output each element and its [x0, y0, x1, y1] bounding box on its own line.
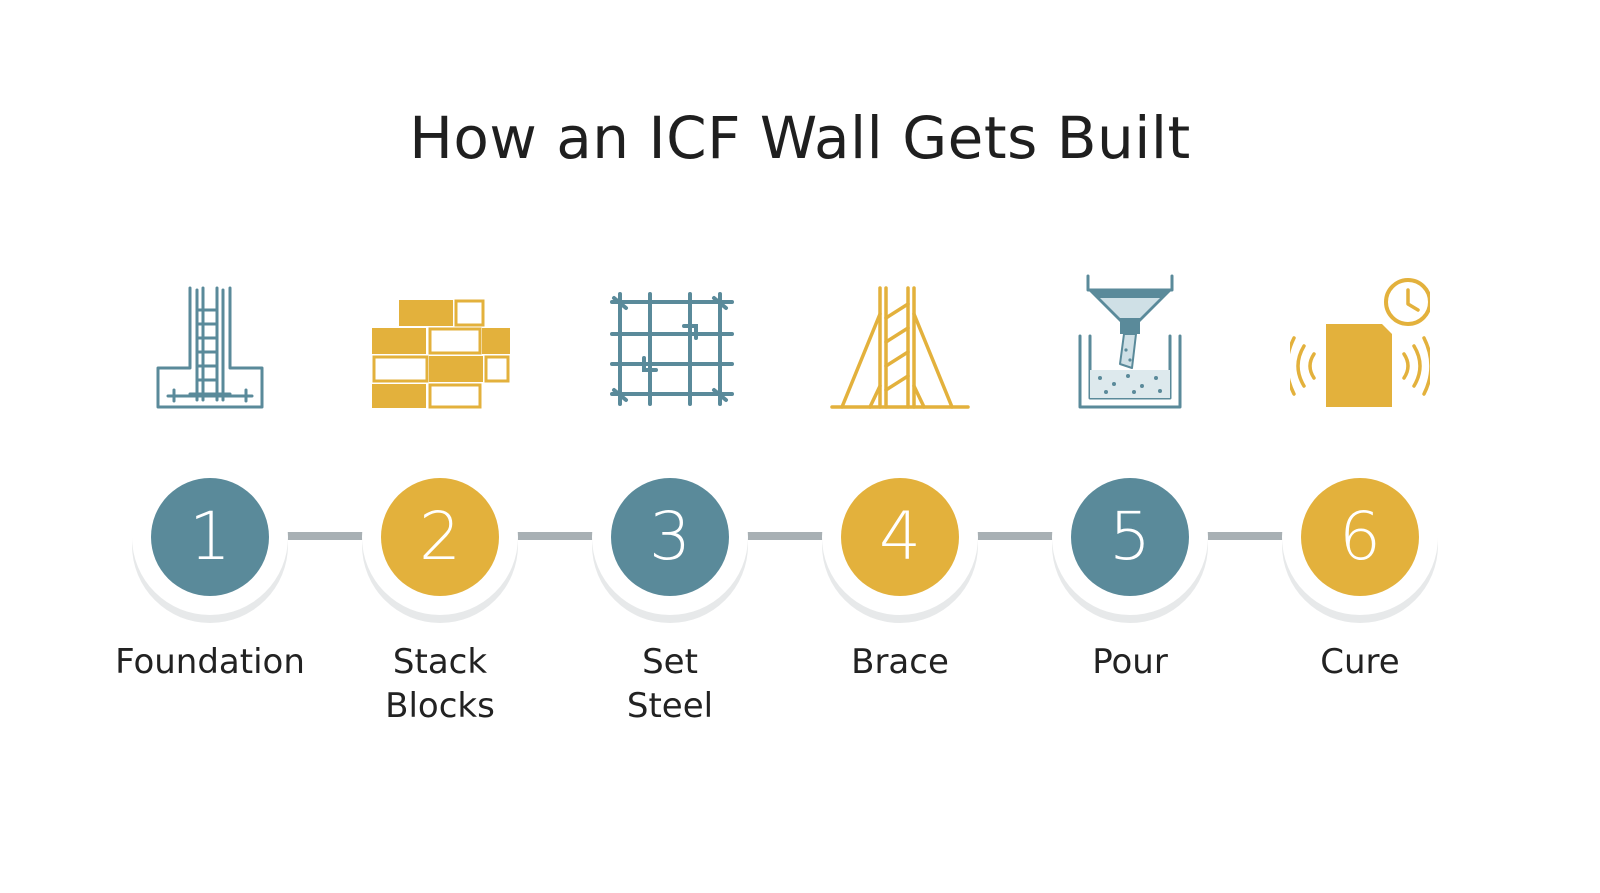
curing-wall-clock-icon [1290, 274, 1430, 424]
step-number-badge: 1 [151, 478, 269, 596]
step-label-line: Pour [1092, 642, 1168, 682]
step-label-line: Stack [392, 642, 488, 682]
stacked-blocks-icon [370, 274, 510, 424]
rebar-grid-icon [600, 274, 740, 424]
step-label-line: Blocks [385, 686, 495, 726]
step-number: 5 [1109, 498, 1151, 575]
step-5: 5 Pour [1010, 0, 1250, 893]
step-number: 2 [419, 498, 461, 575]
step-number: 1 [189, 498, 231, 575]
step-label: Brace [780, 640, 1020, 684]
step-number-badge: 4 [841, 478, 959, 596]
step-3: 3 Set Steel [550, 0, 790, 893]
step-label-line: Set [642, 642, 698, 682]
concrete-pour-funnel-icon [1060, 274, 1200, 424]
step-number-badge: 6 [1301, 478, 1419, 596]
step-label-line: Cure [1320, 642, 1400, 682]
step-label: Stack Blocks [320, 640, 560, 728]
step-label-line: Foundation [115, 642, 305, 682]
step-number: 3 [649, 498, 691, 575]
foundation-footing-rebar-icon [140, 274, 280, 424]
step-label-line: Steel [626, 686, 714, 726]
step-label-line: Brace [851, 642, 949, 682]
step-1: 1 Foundation [90, 0, 330, 893]
step-number-badge: 3 [611, 478, 729, 596]
page-title: How an ICF Wall Gets Built [409, 104, 1191, 172]
step-number: 6 [1339, 498, 1381, 575]
step-4: 4 Brace [780, 0, 1020, 893]
step-label: Foundation [90, 640, 330, 684]
step-number: 4 [879, 498, 921, 575]
step-label: Cure [1240, 640, 1480, 684]
step-6: 6 Cure [1240, 0, 1480, 893]
step-label: Pour [1010, 640, 1250, 684]
step-2: 2 Stack Blocks [320, 0, 560, 893]
step-label: Set Steel [550, 640, 790, 728]
wall-bracing-icon [830, 274, 970, 424]
step-number-badge: 5 [1071, 478, 1189, 596]
timeline-connector [215, 532, 1385, 540]
step-number-badge: 2 [381, 478, 499, 596]
